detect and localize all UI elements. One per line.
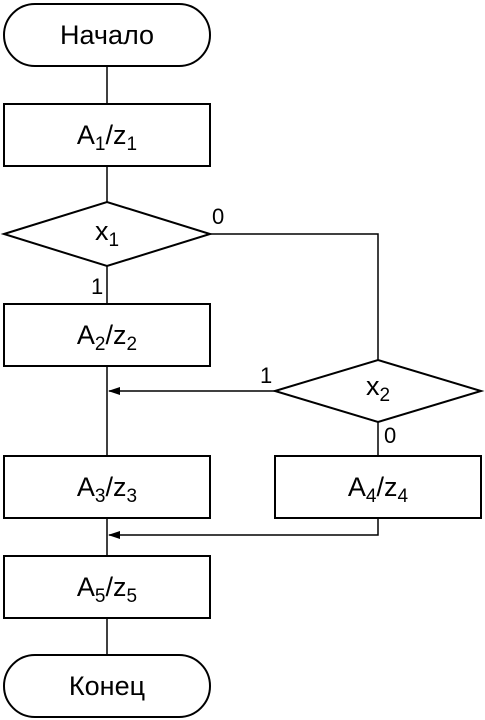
process-block-2-label: A2/z2 xyxy=(77,320,137,355)
decision-1-no-label: 0 xyxy=(212,204,224,229)
process-block-3-label: A3/z3 xyxy=(77,472,137,507)
process-block-1-label: A1/z1 xyxy=(77,120,137,155)
end-terminal: Конец xyxy=(3,654,211,718)
process-block-5-label: A5/z5 xyxy=(77,572,137,607)
process-block-3: A3/z3 xyxy=(3,455,211,519)
start-terminal: Начало xyxy=(3,3,211,67)
start-label: Начало xyxy=(60,20,154,50)
connector-x1-no-to-x2 xyxy=(210,233,379,360)
end-label: Конец xyxy=(69,671,145,701)
decision-2-yes-label: 1 xyxy=(260,363,272,388)
decision-1-yes-label: 1 xyxy=(91,274,103,299)
connectors xyxy=(106,66,379,655)
process-block-1: A1/z1 xyxy=(3,103,211,167)
decision-1: x1 0 1 xyxy=(0,200,224,299)
decision-1-label: x1 xyxy=(95,216,119,251)
process-block-2: A2/z2 xyxy=(3,303,211,367)
decision-2: x2 1 0 xyxy=(260,358,485,448)
arrow-a4-to-main xyxy=(108,518,379,539)
decision-2-no-label: 0 xyxy=(384,423,396,448)
process-block-4-label: A4/z4 xyxy=(348,472,409,507)
process-block-5: A5/z5 xyxy=(3,555,211,619)
process-block-4: A4/z4 xyxy=(274,455,482,519)
decision-2-label: x2 xyxy=(366,371,390,406)
